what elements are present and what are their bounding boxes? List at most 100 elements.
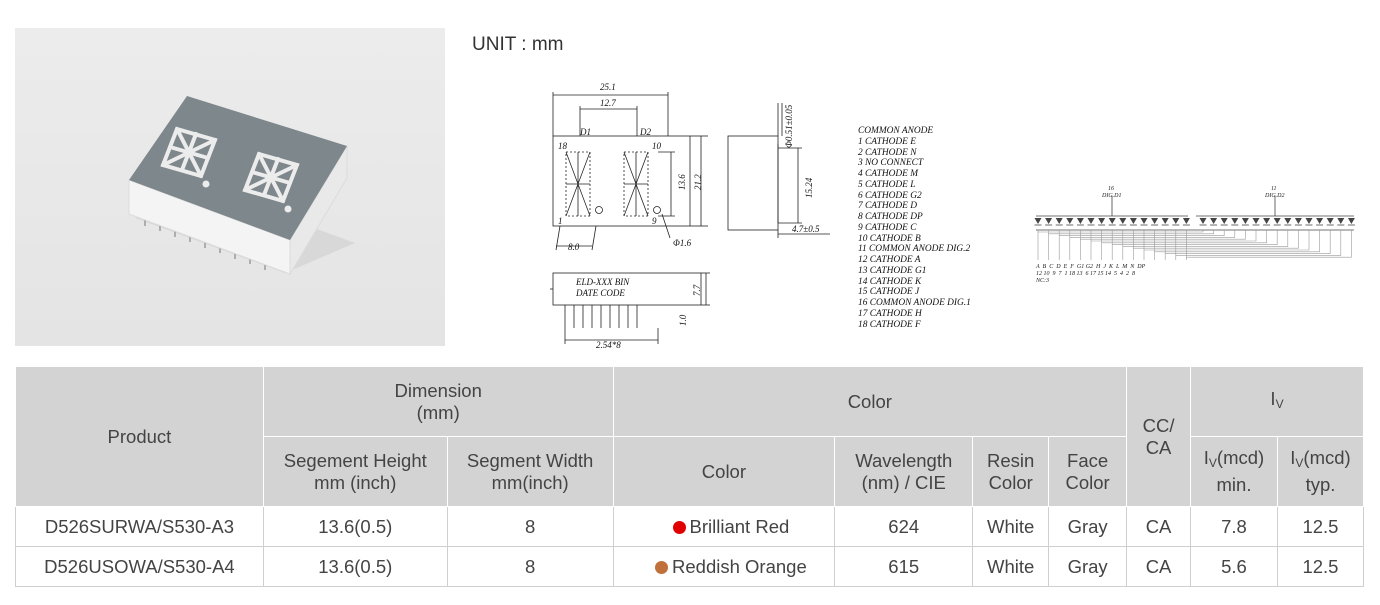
diode-icon <box>1273 218 1281 224</box>
dim-8-0: 8.0 <box>568 242 580 252</box>
diode-icon <box>1119 218 1127 224</box>
segment-width-cell: 8 <box>446 506 614 547</box>
face-cell: Gray <box>1048 506 1128 547</box>
pinout-line: 8 CATHODE DP <box>858 212 923 222</box>
pinout-line: 15 CATHODE J <box>858 287 920 298</box>
diode-icon <box>1161 218 1169 224</box>
pinout-line: 16 COMMON ANODE DIG.1 <box>858 298 971 308</box>
resin-cell: White <box>972 546 1050 587</box>
diode-icon <box>1172 218 1180 224</box>
color-dot-icon <box>672 520 686 534</box>
iv-typ-cell: 12.5 <box>1276 546 1365 587</box>
dim-25-1: 25.1 <box>600 82 616 92</box>
pinout-line: 11 COMMON ANODE DIG.2 <box>858 244 971 255</box>
diode-icon <box>1045 218 1053 224</box>
pinout-line: 2 CATHODE N <box>858 147 917 158</box>
led-display-image <box>128 96 355 276</box>
diode-icon <box>1108 218 1116 224</box>
label-pin10: 10 <box>652 141 662 151</box>
dim-1-0: 1.0 <box>678 314 688 326</box>
segment-letters: A B C D E F G1 G2 H J K L M N DP <box>1035 264 1146 270</box>
dim-13-6: 13.6 <box>677 174 687 190</box>
header-color-group: Color <box>612 366 1128 437</box>
iv-min-cell: 7.8 <box>1190 506 1278 547</box>
resin-cell: White <box>972 506 1050 547</box>
diode-icon <box>1140 218 1148 224</box>
header-cc-ca: CC/ CA <box>1126 366 1192 507</box>
diode-icon <box>1076 218 1084 224</box>
diode-icon <box>1263 218 1271 224</box>
diode-icon <box>1252 218 1260 224</box>
header-dimension: Dimension (mm) <box>262 366 614 437</box>
header-iv-typ: IV(mcd) typ. <box>1276 436 1365 507</box>
label-d2: D2 <box>639 127 651 137</box>
table-row: D526SURWA/S530-A3 13.6(0.5) 8 Brilliant … <box>15 506 1365 547</box>
iv-typ-cell: 12.5 <box>1276 506 1365 547</box>
label-pin1: 1 <box>558 216 563 226</box>
label-pin18: 18 <box>558 141 568 151</box>
diode-icon <box>1129 218 1137 224</box>
iv-min-cell: 5.6 <box>1190 546 1278 587</box>
diode-icon <box>1337 218 1345 224</box>
dim-pitch: 2.54*8 <box>596 340 621 350</box>
table-row: D526USOWA/S530-A4 13.6(0.5) 8 Reddish Or… <box>15 546 1365 587</box>
pinout-line: 5 CATHODE L <box>858 179 916 190</box>
pinout-line: 10 CATHODE B <box>858 233 921 244</box>
diode-icon <box>1316 218 1324 224</box>
nc-note: NC:3 <box>1035 278 1049 284</box>
header-iv-group: IV <box>1190 366 1364 437</box>
cc-ca-cell: CA <box>1126 506 1192 547</box>
dim-phi-0-51: Φ0.51±0.05 <box>784 104 794 148</box>
header-segment-width: Segment Width mm(inch) <box>446 436 614 507</box>
pinout-line: 17 CATHODE H <box>858 308 922 319</box>
pinout-line: 14 CATHODE K <box>858 276 922 287</box>
header-iv-min: IV(mcd) min. <box>1190 436 1278 507</box>
diode-icon <box>1210 218 1218 224</box>
unit-label: UNIT : mm <box>472 34 564 55</box>
pinout-line: 1 CATHODE E <box>858 136 916 147</box>
marking-line2: DATE CODE <box>575 288 625 298</box>
dig2-pin: 11 <box>1271 186 1277 192</box>
color-dot-icon <box>655 560 669 574</box>
spec-table: Product Dimension (mm) Color CC/ CA IV S… <box>15 366 1365 587</box>
pin-numbers: 12 10 9 7 1 18 13 6 17 15 14 5 4 2 8 <box>1036 270 1135 277</box>
pinout-line: 6 CATHODE G2 <box>858 190 922 201</box>
diode-icon <box>1305 218 1313 224</box>
product-cell: D526SURWA/S530-A3 <box>15 506 264 547</box>
product-cell: D526USOWA/S530-A4 <box>15 546 264 587</box>
pinout-line: COMMON ANODE <box>858 126 934 136</box>
diode-icon <box>1151 218 1159 224</box>
marking-line1: ELD-XXX BIN <box>575 277 630 287</box>
diode-icon <box>1284 218 1292 224</box>
dim-phi-1-6: Φ1.6 <box>673 238 692 248</box>
segment-height-cell: 13.6(0.5) <box>262 506 448 547</box>
header-wavelength: Wavelength (nm) / CIE <box>834 436 974 507</box>
diode-icon <box>1326 218 1334 224</box>
label-d1: D1 <box>579 127 591 137</box>
header-product: Product <box>15 366 264 507</box>
diode-icon <box>1347 218 1355 224</box>
dig1-label: DIG.D1 <box>1101 193 1122 199</box>
dig1-pin: 16 <box>1108 186 1114 192</box>
pinout-line: 18 CATHODE F <box>858 319 921 330</box>
header-face-color: Face Color <box>1048 436 1128 507</box>
wavelength-cell: 624 <box>834 506 974 547</box>
dig2-label: DIG.D2 <box>1264 193 1285 199</box>
face-cell: Gray <box>1048 546 1128 587</box>
pinout-line: 13 CATHODE G1 <box>858 265 927 276</box>
diode-icon <box>1034 218 1042 224</box>
header-resin-color: Resin Color <box>972 436 1050 507</box>
label-pin9: 9 <box>652 216 657 226</box>
color-cell: Brilliant Red <box>612 506 836 547</box>
pinout-line: 4 CATHODE M <box>858 169 919 179</box>
header-color: Color <box>612 436 836 507</box>
segment-height-cell: 13.6(0.5) <box>262 546 448 587</box>
pinout-line: 12 CATHODE A <box>858 255 921 265</box>
diode-icon <box>1182 218 1190 224</box>
pinout-line: 3 NO CONNECT <box>858 158 924 169</box>
pinout-line: 9 CATHODE C <box>858 222 917 233</box>
product-photo <box>15 28 445 346</box>
circuit-diagram: 16 DIG.D1 11 DIG.D2 A B C D E F G1 G2 H … <box>1034 186 1355 284</box>
dim-12-7: 12.7 <box>600 98 616 108</box>
segment-width-cell: 8 <box>446 546 614 587</box>
